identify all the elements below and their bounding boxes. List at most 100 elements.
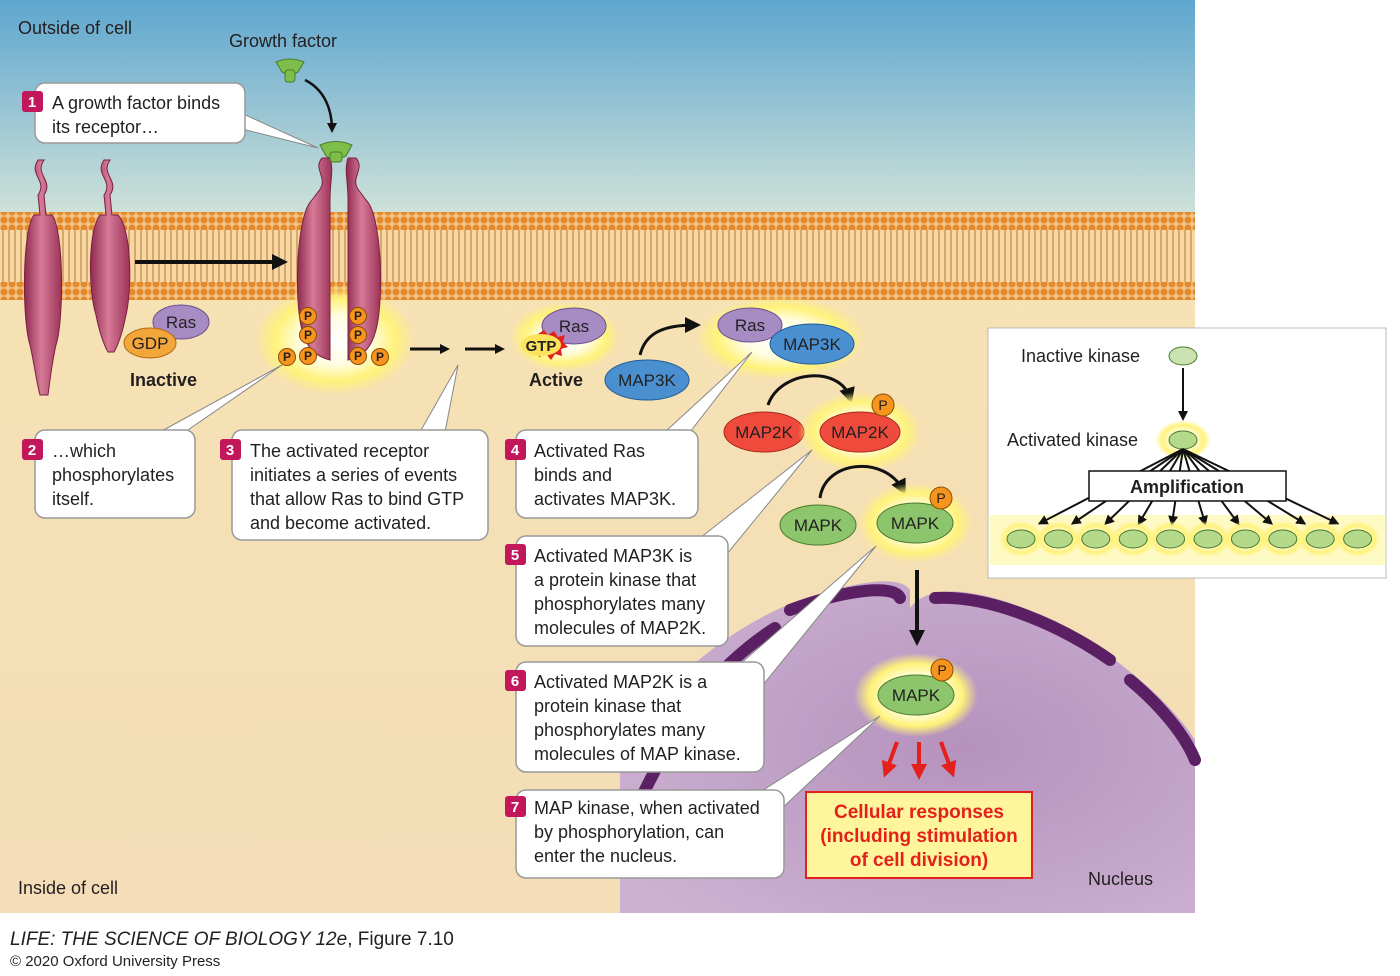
ras-active: Ras xyxy=(541,307,607,345)
amplification-label-box xyxy=(1088,470,1287,502)
svg-text:P: P xyxy=(304,328,312,342)
phosphate-group: P xyxy=(349,326,367,344)
activated-kinase-products xyxy=(999,521,1380,557)
svg-text:P: P xyxy=(283,350,291,364)
svg-text:Activated MAP2K is a: Activated MAP2K is a xyxy=(534,672,708,692)
svg-text:P: P xyxy=(354,328,362,342)
svg-text:enter the nucleus.: enter the nucleus. xyxy=(534,846,677,866)
activated-kinase-product xyxy=(1006,529,1036,549)
amplification-inset: Inactive kinase Activated kinase Amplifi… xyxy=(987,327,1387,579)
svg-text:Activated Ras: Activated Ras xyxy=(534,441,645,461)
map3k-inactive: MAP3K xyxy=(604,359,690,401)
svg-text:a protein kinase that: a protein kinase that xyxy=(534,570,696,590)
svg-text:of cell division): of cell division) xyxy=(850,850,988,871)
svg-text:MAPK: MAPK xyxy=(794,516,843,535)
ras-binding-arrow xyxy=(638,317,701,356)
svg-text:P: P xyxy=(354,309,362,323)
map3k-active: MAP3K xyxy=(769,323,855,365)
receptor-activation-glow xyxy=(255,285,415,395)
activated-kinase-product xyxy=(1230,529,1260,549)
gdp: GDP xyxy=(123,327,177,359)
svg-text:P: P xyxy=(304,349,312,363)
svg-text:2: 2 xyxy=(28,442,36,459)
svg-text:phosphorylates many: phosphorylates many xyxy=(534,720,705,740)
svg-text:binds and: binds and xyxy=(534,465,612,485)
svg-text:by phosphorylation, can: by phosphorylation, can xyxy=(534,822,724,842)
svg-text:MAP kinase, when activated: MAP kinase, when activated xyxy=(534,798,760,818)
callout-step-3: 3 The activated receptor initiates a ser… xyxy=(220,364,489,541)
mapk-active: MAPK P xyxy=(876,486,954,544)
svg-text:phosphorylates many: phosphorylates many xyxy=(534,594,705,614)
callout-step-4: 4 Activated Ras binds and activates MAP3… xyxy=(505,351,753,519)
svg-text:Ras: Ras xyxy=(735,316,765,335)
ras-inactive: Ras xyxy=(152,304,210,340)
activated-kinase-product xyxy=(1118,529,1148,549)
map2k-active: MAP2K P xyxy=(819,393,901,453)
activated-kinase-product xyxy=(1193,529,1223,549)
svg-text:P: P xyxy=(376,350,384,364)
inactive-receptor xyxy=(23,159,63,396)
inside-label: Inside of cell xyxy=(18,878,118,898)
copyright-notice: © 2020 Oxford University Press xyxy=(10,953,221,970)
svg-text:1: 1 xyxy=(28,94,36,111)
figure-credit: LIFE: THE SCIENCE OF BIOLOGY 12e, Figure… xyxy=(10,929,454,950)
inactive-kinase xyxy=(1168,346,1198,366)
svg-text:GTP: GTP xyxy=(526,338,557,355)
map3k-to-map2k-arrow xyxy=(766,374,855,406)
inactive-kinase-label: Inactive kinase xyxy=(1021,346,1140,366)
svg-text:protein kinase that: protein kinase that xyxy=(534,696,681,716)
svg-text:activates MAP3K.: activates MAP3K. xyxy=(534,489,676,509)
outside-label: Outside of cell xyxy=(18,18,132,38)
gtp: GTP xyxy=(521,330,568,360)
svg-text:MAPK: MAPK xyxy=(891,514,940,533)
activated-kinase xyxy=(1168,430,1198,450)
plasma-membrane xyxy=(0,212,1195,300)
svg-text:5: 5 xyxy=(511,547,519,564)
phosphate-group: P xyxy=(299,326,317,344)
ras-bound: Ras xyxy=(717,307,783,343)
cellular-responses-box: Cellular responses (including stimulatio… xyxy=(805,791,1033,879)
svg-text:MAP2K: MAP2K xyxy=(831,423,889,442)
callout-step-2: 2 …which phosphorylates itself. xyxy=(22,364,283,519)
callout-step-5: 5 Activated MAP3K is a protein kinase th… xyxy=(505,449,813,647)
svg-text:Ras: Ras xyxy=(559,317,589,336)
inactive-label: Inactive xyxy=(130,370,197,390)
growth-factor-bound xyxy=(319,141,353,163)
svg-text:that allow Ras to bind GTP: that allow Ras to bind GTP xyxy=(250,489,464,509)
growth-factor-free xyxy=(275,58,305,83)
amplification-label: Amplification xyxy=(1130,477,1244,497)
svg-text:7: 7 xyxy=(511,799,519,816)
svg-text:P: P xyxy=(936,490,945,506)
svg-text:MAP3K: MAP3K xyxy=(618,371,676,390)
callout-step-1: 1 A growth factor binds its receptor… xyxy=(22,82,319,149)
svg-text:GDP: GDP xyxy=(132,334,169,353)
phosphate-group: P xyxy=(299,347,317,365)
map2k-inactive: MAP2K xyxy=(723,411,805,453)
mapk-nuclear: MAPK P xyxy=(877,658,955,716)
svg-text:4: 4 xyxy=(511,442,520,459)
svg-text:MAP3K: MAP3K xyxy=(783,335,841,354)
mapk-inactive: MAPK xyxy=(779,504,857,546)
svg-text:molecules of MAP kinase.: molecules of MAP kinase. xyxy=(534,744,741,764)
svg-text:itself.: itself. xyxy=(52,489,94,509)
svg-text:(including stimulation: (including stimulation xyxy=(820,826,1017,847)
activated-kinase-product xyxy=(1043,529,1073,549)
callout-step-6: 6 Activated MAP2K is a protein kinase th… xyxy=(505,545,877,773)
svg-text:MAPK: MAPK xyxy=(892,686,941,705)
svg-text:P: P xyxy=(304,309,312,323)
activated-kinase-product xyxy=(1305,529,1335,549)
svg-text:A growth factor binds: A growth factor binds xyxy=(52,93,220,113)
callout-step-7: 7 MAP kinase, when activated by phosphor… xyxy=(505,715,881,879)
inactive-receptor xyxy=(89,159,131,353)
phosphate-group: P xyxy=(349,307,367,325)
nucleus-label: Nucleus xyxy=(1088,869,1153,889)
phosphate-group: P xyxy=(278,348,296,366)
growth-factor-label: Growth factor xyxy=(229,31,337,51)
response-arrow xyxy=(881,741,899,778)
svg-text:P: P xyxy=(354,349,362,363)
map2k-to-mapk-arrow xyxy=(818,465,906,499)
phosphate-group: P xyxy=(371,348,389,366)
svg-text:Cellular responses: Cellular responses xyxy=(834,802,1004,823)
svg-text:P: P xyxy=(937,662,946,678)
